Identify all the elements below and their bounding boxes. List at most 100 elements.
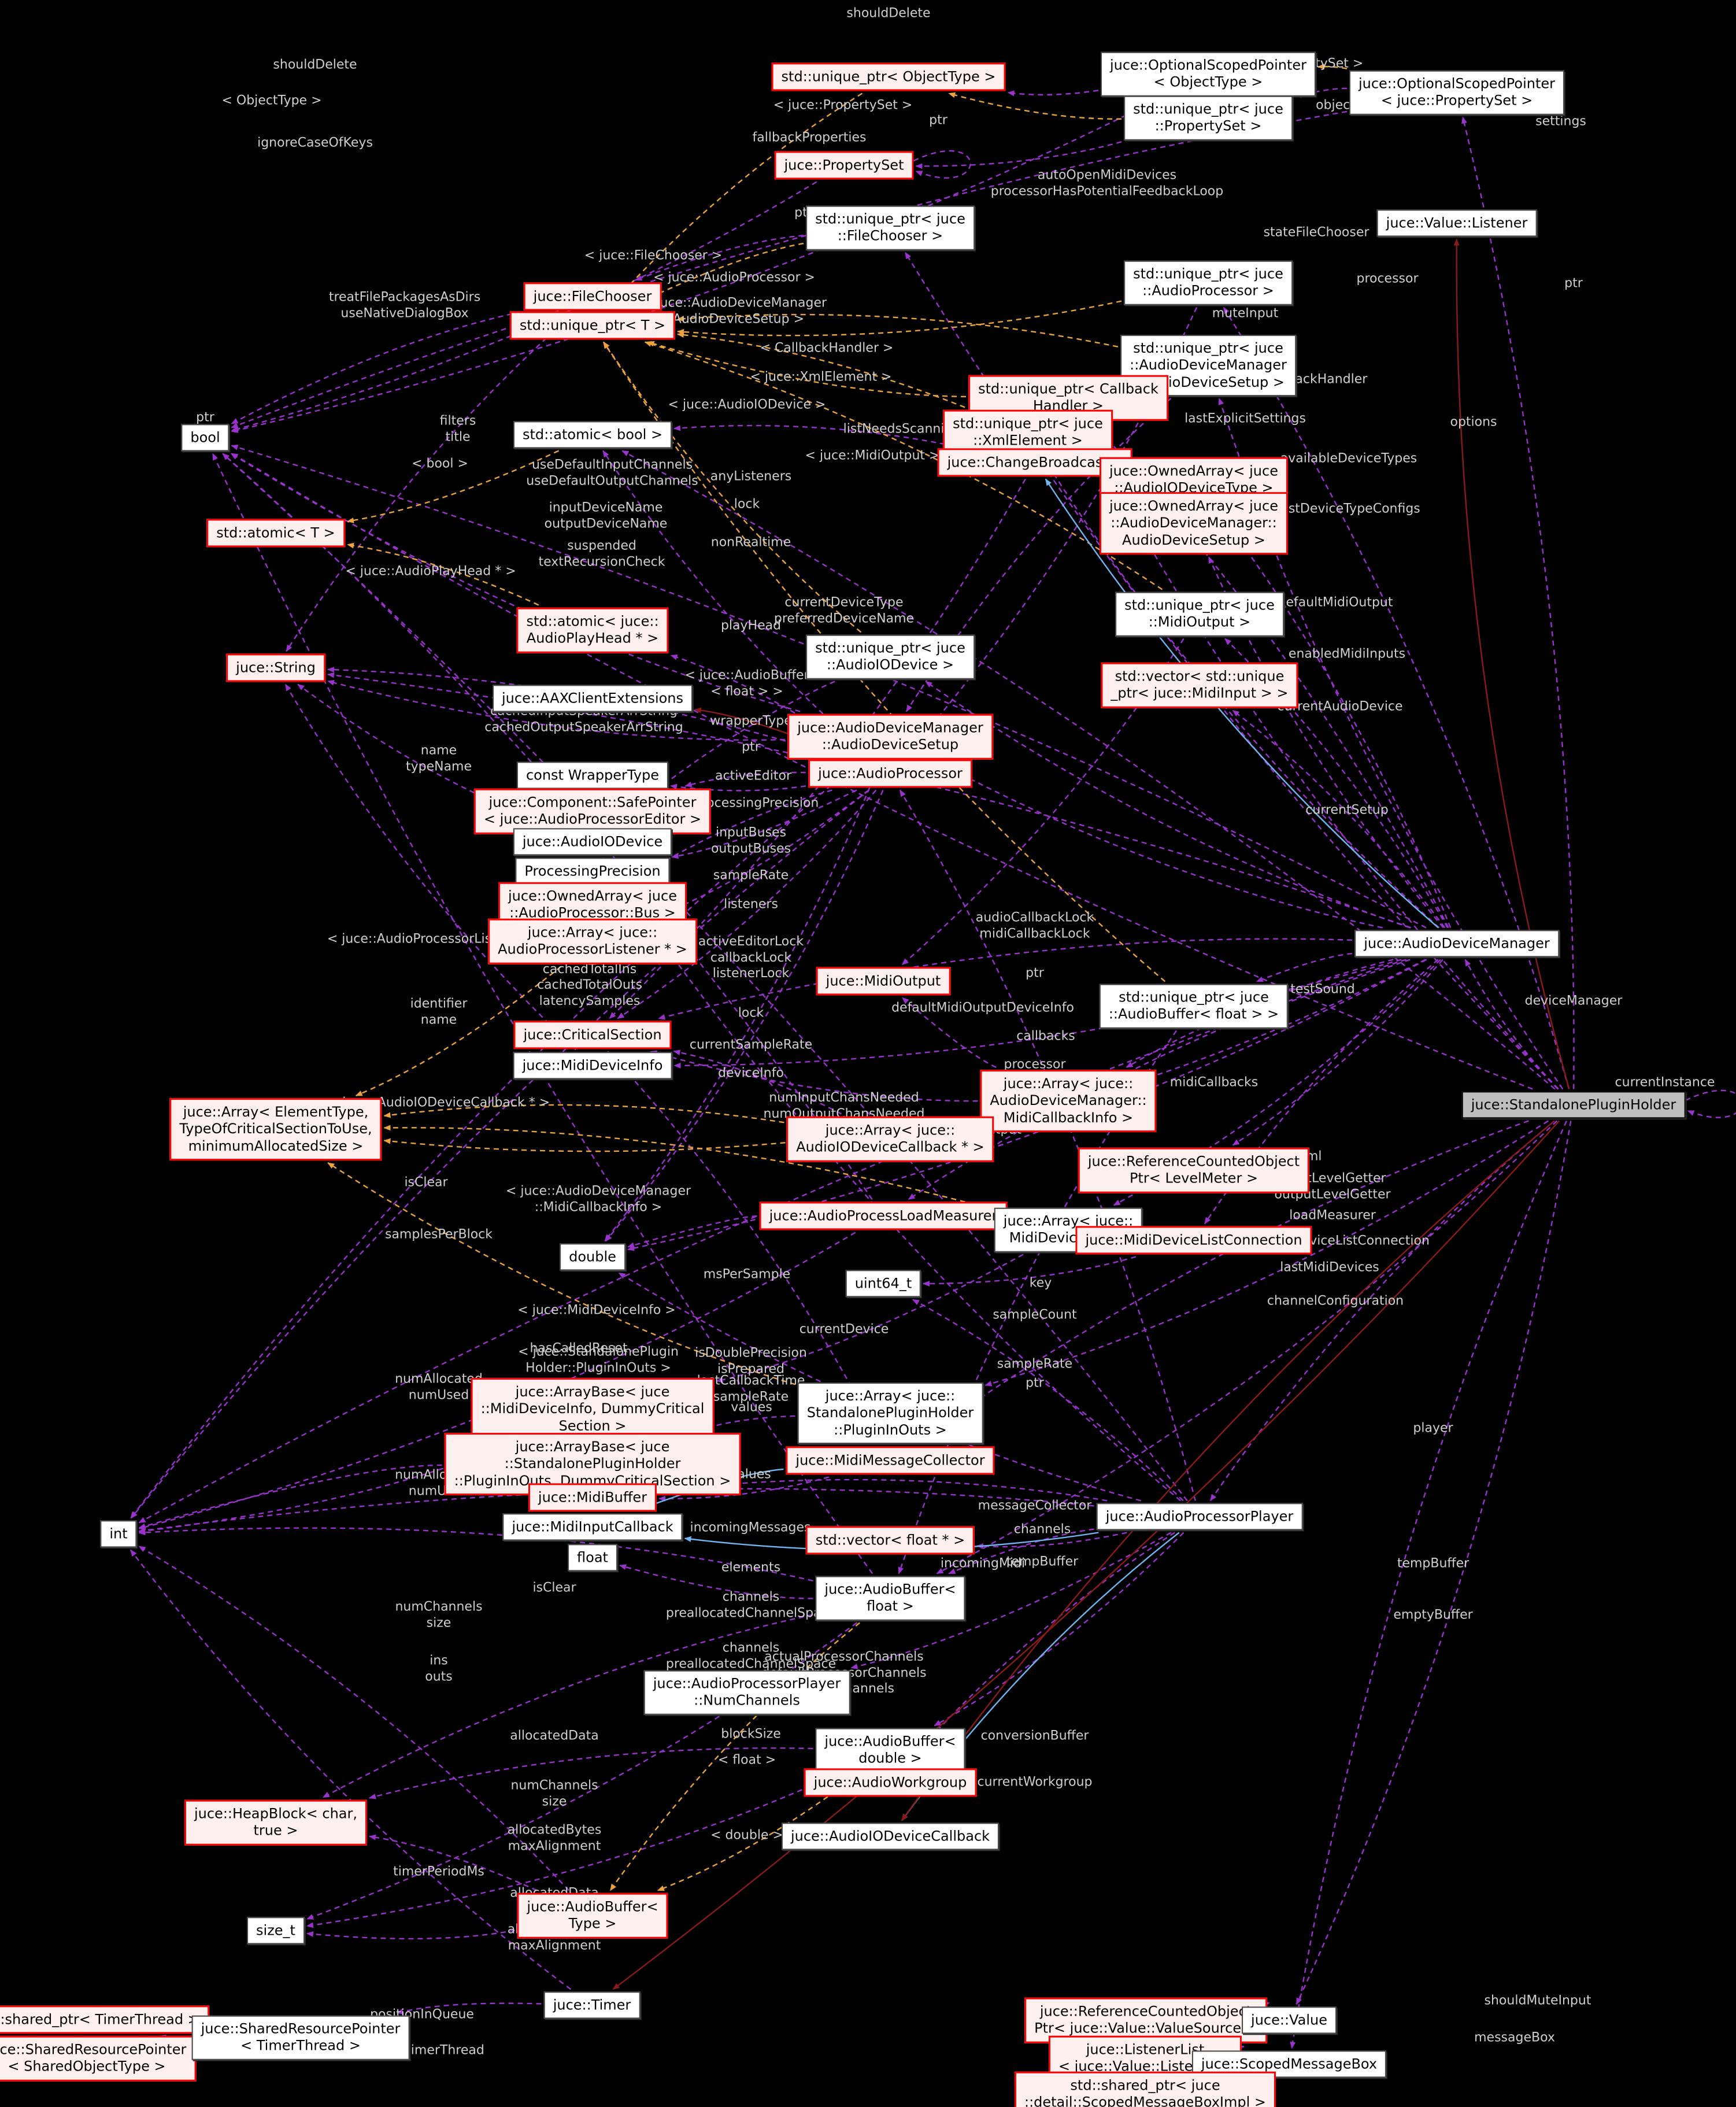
edge-label: channels preallocatedChannelSpace [665, 1590, 836, 1621]
node-uptr_iod[interactable]: std::unique_ptr< juce ::AudioIODevice > [806, 634, 975, 679]
node-val_listener[interactable]: juce::Value::Listener [1376, 209, 1537, 237]
edge-app-abf [948, 1528, 1094, 1574]
node-arr_elem[interactable]: juce::Array< ElementType, TypeOfCritical… [169, 1098, 382, 1160]
node-abf[interactable]: juce::AudioBuffer< float > [815, 1576, 965, 1621]
edge-adm-mdlc [1204, 959, 1439, 1225]
node-timer[interactable]: juce::Timer [543, 1991, 641, 2019]
node-double[interactable]: double [560, 1243, 625, 1271]
node-uptr_objtype[interactable]: std::unique_ptr< ObjectType > [771, 62, 1006, 91]
node-midiincb[interactable]: juce::MidiInputCallback [502, 1513, 683, 1541]
edge-label: ptr [196, 410, 214, 425]
node-ab_pio[interactable]: juce::ArrayBase< juce ::StandalonePlugin… [444, 1433, 741, 1495]
node-arr_mcbi[interactable]: juce::Array< juce:: AudioDeviceManager::… [980, 1070, 1157, 1132]
edge-label: activeEditor [715, 768, 791, 783]
edge-adm_setup-int [130, 761, 860, 1519]
node-uptr_proc[interactable]: std::unique_ptr< juce ::AudioProcessor > [1124, 260, 1293, 305]
edge-label: ignoreCaseOfKeys [257, 135, 373, 150]
node-uptr_pset[interactable]: std::unique_ptr< juce ::PropertySet > [1124, 95, 1293, 141]
node-atomic_bool[interactable]: std::atomic< bool > [513, 421, 672, 449]
node-osp_pset[interactable]: juce::OptionalScopedPointer < juce::Prop… [1349, 70, 1565, 115]
node-procprec[interactable]: ProcessingPrecision [515, 857, 670, 885]
node-ab_mdi[interactable]: juce::ArrayBase< juce ::MidiDeviceInfo, … [471, 1378, 715, 1440]
node-atomic_ph[interactable]: std::atomic< juce:: AudioPlayHead * > [516, 607, 669, 653]
edge-abt-int [138, 1546, 570, 1891]
edge-label: < juce::XmlElement > [750, 369, 892, 385]
edge-osp_objtype-uptr_objtype [1007, 90, 1099, 97]
node-abt[interactable]: juce::AudioBuffer< Type > [517, 1892, 668, 1939]
node-uint64[interactable]: uint64_t [845, 1270, 921, 1298]
node-value[interactable]: juce::Value [1242, 2006, 1337, 2034]
node-oa_adset[interactable]: juce::OwnedArray< juce ::AudioDeviceMana… [1100, 492, 1288, 555]
node-float[interactable]: float [568, 1544, 617, 1572]
node-critsec[interactable]: juce::CriticalSection [513, 1021, 672, 1049]
node-abd[interactable]: juce::AudioBuffer< double > [815, 1728, 965, 1773]
edge-label: < juce::AudioProcessor > [653, 270, 815, 285]
node-osp_objtype[interactable]: juce::OptionalScopedPointer < ObjectType… [1100, 51, 1316, 97]
node-sptr_tt[interactable]: std::shared_ptr< TimerThread > [0, 2005, 209, 2034]
node-uptr_t[interactable]: std::unique_ptr< T > [509, 311, 676, 340]
node-atomic_t[interactable]: std::atomic< T > [206, 519, 345, 548]
edge-label: < juce::MidiOutput > [805, 448, 940, 463]
edge-label: useDefaultInputChannels useDefaultOutput… [526, 457, 698, 489]
node-uptr_fc[interactable]: std::unique_ptr< juce ::FileChooser > [806, 205, 975, 250]
node-heap[interactable]: juce::HeapBlock< char, true > [184, 1799, 368, 1846]
node-awg[interactable]: juce::AudioWorkgroup [804, 1768, 977, 1797]
node-uptr_midiout[interactable]: std::unique_ptr< juce ::MidiOutput > [1115, 592, 1284, 637]
edge-main-val_listener [1453, 238, 1570, 1089]
node-arr_iodc[interactable]: juce::Array< juce:: AudioIODeviceCallbac… [786, 1116, 994, 1162]
node-mmc[interactable]: juce::MidiMessageCollector [786, 1446, 995, 1475]
edge-label: < juce::AudioBuffer < float > > [684, 668, 809, 699]
edge-aproc-atomic_ph [670, 654, 866, 758]
node-midiout[interactable]: juce::MidiOutput [816, 967, 951, 996]
node-app[interactable]: juce::AudioProcessorPlayer [1096, 1503, 1303, 1531]
edge-adm-double [627, 959, 1427, 1251]
edge-label: samplesPerBlock [384, 1227, 493, 1242]
edge-label: numAllocated numUsed [395, 1372, 483, 1403]
edge-label: listeners [724, 897, 778, 912]
node-wrappertype[interactable]: const WrapperType [516, 762, 669, 789]
node-adm_setup[interactable]: juce::AudioDeviceManager ::AudioDeviceSe… [787, 714, 993, 760]
node-mdi[interactable]: juce::MidiDeviceInfo [513, 1052, 672, 1080]
edge-label: settings [1535, 114, 1586, 129]
node-bool[interactable]: bool [181, 424, 230, 452]
node-aax[interactable]: juce::AAXClientExtensions [492, 685, 693, 712]
node-arr_pio[interactable]: juce::Array< juce:: StandalonePluginHold… [797, 1383, 983, 1444]
node-aiodc[interactable]: juce::AudioIODeviceCallback [781, 1823, 1000, 1850]
edge-uptr_cbh-uptr_t [647, 341, 967, 398]
node-midibuf[interactable]: juce::MidiBuffer [528, 1483, 657, 1512]
node-size_t[interactable]: size_t [247, 1917, 305, 1945]
edge-app-vec_float [976, 1532, 1127, 1550]
edge-label: callbacks [1016, 1029, 1075, 1044]
node-str[interactable]: juce::String [226, 653, 325, 682]
edge-label: listNeedsScanning [843, 422, 961, 437]
edge-label: enabledMidiInputs [1288, 646, 1406, 661]
node-aproc[interactable]: juce::AudioProcessor [808, 759, 972, 788]
node-fc[interactable]: juce::FileChooser [523, 282, 662, 311]
node-rcop_lm[interactable]: juce::ReferenceCountedObject Ptr< LevelM… [1078, 1147, 1310, 1193]
edge-main-main [1685, 1089, 1736, 1118]
node-int[interactable]: int [100, 1520, 137, 1548]
node-arr_apl[interactable]: juce::Array< juce:: AudioProcessorListen… [488, 918, 697, 964]
node-mdlc[interactable]: juce::MidiDeviceListConnection [1075, 1226, 1312, 1255]
node-chbroad[interactable]: juce::ChangeBroadcaster [937, 448, 1132, 477]
edge-main-adm [1464, 959, 1559, 1090]
node-srp_sot[interactable]: juce::SharedResourcePointer < SharedObje… [0, 2035, 197, 2082]
node-adm[interactable]: juce::AudioDeviceManager [1354, 930, 1559, 958]
node-uptr_abf[interactable]: std::unique_ptr< juce ::AudioBuffer< flo… [1099, 984, 1289, 1029]
node-aplm[interactable]: juce::AudioProcessLoadMeasurer [759, 1202, 1008, 1230]
edge-label: < juce::AudioDeviceManager ::AudioDevice… [642, 295, 827, 327]
node-uptr_xml[interactable]: std::unique_ptr< juce ::XmlElement > [943, 409, 1113, 456]
node-main[interactable]: juce::StandalonePluginHolder [1461, 1091, 1686, 1119]
node-vec_float[interactable]: std::vector< float * > [805, 1526, 975, 1555]
node-safeptr[interactable]: juce::Component::SafePointer < juce::Aud… [473, 788, 712, 834]
node-sptr_smbi[interactable]: std::shared_ptr< juce ::detail::ScopedMe… [1014, 2071, 1276, 2107]
edge-arr_iodc-critsec [673, 1049, 842, 1115]
node-srp_tt[interactable]: juce::SharedResourcePointer < TimerThrea… [191, 2015, 410, 2060]
node-vec_midiin[interactable]: std::vector< std::unique _ptr< juce::Mid… [1101, 662, 1298, 708]
edge-label: midiCallbacks [1169, 1075, 1258, 1090]
edge-atomic_ph-atomic_t [347, 542, 539, 606]
node-app_nc[interactable]: juce::AudioProcessorPlayer ::NumChannels [643, 1670, 850, 1715]
node-pset[interactable]: juce::PropertySet [774, 151, 914, 180]
node-aiodev[interactable]: juce::AudioIODevice [513, 828, 672, 856]
edge-label: ins outs [425, 1653, 453, 1684]
